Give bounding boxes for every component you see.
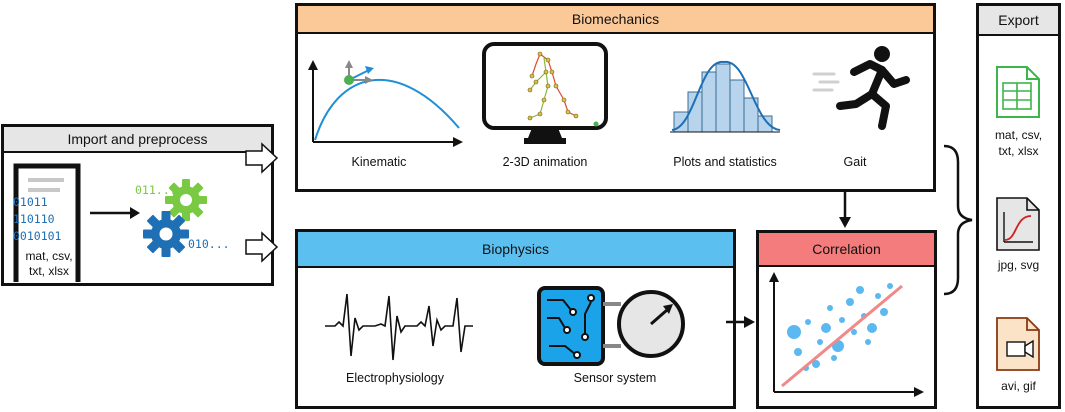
- export-video-formats: avi, gif: [1001, 379, 1036, 393]
- green-gear-icon: [165, 179, 207, 221]
- biophysics-title: Biophysics: [482, 241, 549, 257]
- biophysics-panel: Biophysics: [295, 229, 736, 409]
- arrow-to-correlation-icon: [839, 191, 851, 228]
- ecg-signal-icon: [325, 293, 473, 361]
- process-arrow-icon: [90, 207, 140, 219]
- kinematic-icon: [308, 60, 463, 147]
- biophysics-header: Biophysics: [298, 232, 733, 268]
- correlation-title: Correlation: [812, 241, 881, 257]
- kinematic-label: Kinematic: [351, 155, 407, 169]
- import-format-line-2: txt, xlsx: [28, 264, 69, 278]
- correlation-header: Correlation: [759, 233, 934, 267]
- import-header: Import and preprocess: [4, 127, 271, 153]
- code-text-b: 010...: [188, 237, 230, 251]
- runner-icon: [812, 46, 910, 130]
- correlation-panel: Correlation: [756, 230, 937, 409]
- biomechanics-header: Biomechanics: [298, 6, 933, 34]
- biomechanics-title: Biomechanics: [571, 11, 660, 27]
- animation-label: 2-3D animation: [502, 155, 588, 169]
- biomechanics-panel: Biomechanics: [295, 3, 936, 192]
- binary-line-3: 0010101: [13, 229, 62, 243]
- electrophysiology-label: Electrophysiology: [346, 371, 444, 385]
- hollow-arrow-to-biophysics-icon: [245, 231, 279, 263]
- gait-label: Gait: [843, 155, 867, 169]
- spreadsheet-file-icon: [996, 66, 1040, 118]
- image-file-icon: [996, 197, 1040, 251]
- sensor-chip-icon: [537, 286, 685, 366]
- blue-gear-icon: [143, 211, 189, 257]
- binary-line-1: 01011: [13, 195, 48, 209]
- export-table-format-2: txt, xlsx: [998, 144, 1039, 158]
- histogram-icon: [670, 60, 781, 133]
- export-title: Export: [998, 12, 1039, 28]
- video-file-icon: [996, 317, 1040, 371]
- import-format-line-1: mat, csv,: [25, 249, 73, 263]
- binary-line-2: 110110: [13, 212, 55, 226]
- export-header: Export: [979, 6, 1058, 36]
- code-text-a: 011...: [135, 183, 177, 197]
- sensor-system-label: Sensor system: [573, 371, 657, 385]
- hollow-arrow-to-biomechanics-icon: [245, 142, 279, 174]
- arrow-biophysics-to-correlation-icon: [726, 316, 755, 328]
- plots-label: Plots and statistics: [673, 155, 777, 169]
- export-image-formats: jpg, svg: [997, 258, 1040, 272]
- import-panel: Import and preprocess: [1, 124, 274, 286]
- document-icon: [13, 163, 81, 282]
- brace-icon: [943, 144, 973, 296]
- export-table-format-1: mat, csv,: [994, 128, 1043, 142]
- import-title: Import and preprocess: [67, 131, 208, 147]
- monitor-icon: [482, 42, 608, 144]
- scatter-correlation-icon: [769, 272, 924, 397]
